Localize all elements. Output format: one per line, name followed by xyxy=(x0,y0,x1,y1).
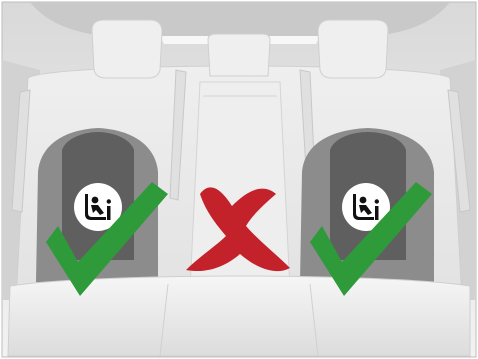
headrest-left xyxy=(92,20,162,78)
headrest-right xyxy=(318,20,388,78)
headrest-center xyxy=(208,34,270,76)
